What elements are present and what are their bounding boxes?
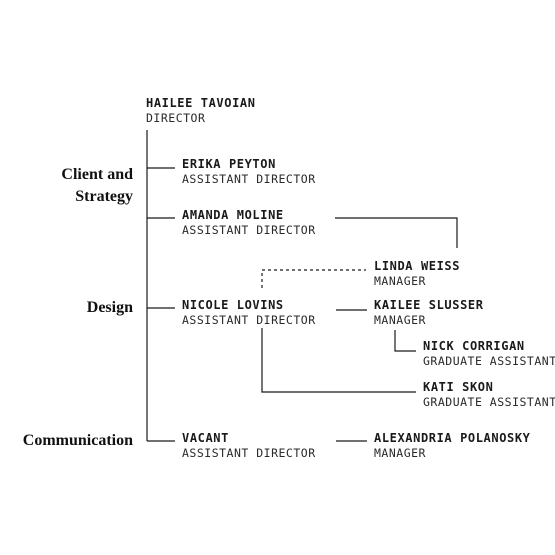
link-amanda-linda bbox=[335, 217, 458, 248]
link-kailee-nick bbox=[394, 330, 416, 352]
dept-communication: Communication bbox=[4, 430, 133, 452]
node-role: GRADUATE ASSISTANT bbox=[423, 354, 555, 368]
node-role: ASSISTANT DIRECTOR bbox=[182, 446, 316, 460]
node-name: ERIKA PEYTON bbox=[182, 157, 276, 171]
link-nicole-kati bbox=[261, 328, 416, 393]
dept-client-strategy: Client and Strategy bbox=[20, 164, 133, 208]
node-role: ASSISTANT DIRECTOR bbox=[182, 172, 316, 186]
node-nick: NICK CORRIGAN GRADUATE ASSISTANT bbox=[423, 339, 555, 369]
node-role: DIRECTOR bbox=[146, 111, 206, 125]
node-kati: KATI SKON GRADUATE ASSISTANT bbox=[423, 380, 555, 410]
node-role: MANAGER bbox=[374, 313, 426, 327]
node-linda: LINDA WEISS MANAGER bbox=[374, 259, 460, 289]
node-hailee: HAILEE TAVOIAN DIRECTOR bbox=[146, 96, 256, 126]
node-role: ASSISTANT DIRECTOR bbox=[182, 313, 316, 327]
link-nicole-linda-dotted bbox=[261, 269, 366, 288]
dept-client-strategy-line1: Client and bbox=[61, 166, 133, 183]
node-name: HAILEE TAVOIAN bbox=[146, 96, 256, 110]
node-name: AMANDA MOLINE bbox=[182, 208, 284, 222]
node-kailee: KAILEE SLUSSER MANAGER bbox=[374, 298, 484, 328]
node-role: GRADUATE ASSISTANT bbox=[423, 395, 555, 409]
node-alexandria: ALEXANDRIA POLANOSKY MANAGER bbox=[374, 431, 531, 461]
node-name: VACANT bbox=[182, 431, 229, 445]
node-nicole: NICOLE LOVINS ASSISTANT DIRECTOR bbox=[182, 298, 316, 328]
node-name: KAILEE SLUSSER bbox=[374, 298, 484, 312]
node-name: NICOLE LOVINS bbox=[182, 298, 284, 312]
node-erika: ERIKA PEYTON ASSISTANT DIRECTOR bbox=[182, 157, 316, 187]
node-name: NICK CORRIGAN bbox=[423, 339, 525, 353]
node-name: KATI SKON bbox=[423, 380, 494, 394]
node-amanda: AMANDA MOLINE ASSISTANT DIRECTOR bbox=[182, 208, 316, 238]
dept-communication-label: Communication bbox=[22, 432, 133, 449]
dept-client-strategy-line2: Strategy bbox=[75, 188, 133, 205]
node-vacant: VACANT ASSISTANT DIRECTOR bbox=[182, 431, 316, 461]
dept-design-label: Design bbox=[86, 299, 133, 316]
node-role: MANAGER bbox=[374, 446, 426, 460]
node-name: LINDA WEISS bbox=[374, 259, 461, 273]
node-role: ASSISTANT DIRECTOR bbox=[182, 223, 316, 237]
dept-design: Design bbox=[20, 297, 133, 319]
node-role: MANAGER bbox=[374, 274, 426, 288]
node-name: ALEXANDRIA POLANOSKY bbox=[374, 431, 531, 445]
